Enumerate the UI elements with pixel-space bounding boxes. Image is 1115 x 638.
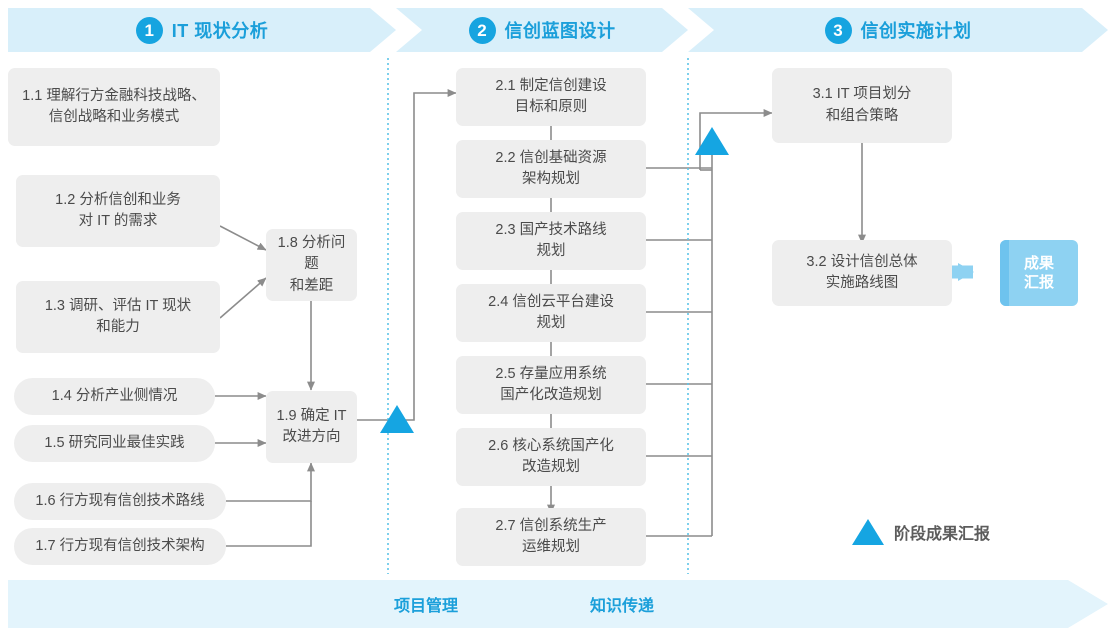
phase-banner-3[interactable]: 3 信创实施计划 bbox=[688, 8, 1108, 52]
phase-banner-2-inner: 2 信创蓝图设计 bbox=[469, 17, 616, 44]
milestone-triangle-icon bbox=[852, 519, 884, 545]
process-box-1-6[interactable]: 1.6 行方现有信创技术路线 bbox=[14, 483, 226, 520]
milestone-triangle-stage1 bbox=[380, 405, 414, 433]
process-box-1-1[interactable]: 1.1 理解行方金融科技战略、 信创战略和业务模式 bbox=[8, 68, 220, 146]
phase-banner-1[interactable]: 1 IT 现状分析 bbox=[8, 8, 396, 52]
phase-banner-2[interactable]: 2 信创蓝图设计 bbox=[396, 8, 688, 52]
footer-label-project-management[interactable]: 项目管理 bbox=[394, 598, 459, 615]
process-box-3-1[interactable]: 3.1 IT 项目划分 和组合策略 bbox=[772, 68, 952, 143]
footer-bar bbox=[8, 580, 1108, 628]
process-box-2-3[interactable]: 2.3 国产技术路线 规划 bbox=[456, 212, 646, 270]
process-box-1-7[interactable]: 1.7 行方现有信创技术架构 bbox=[14, 528, 226, 565]
footer-label-knowledge-transfer[interactable]: 知识传递 bbox=[590, 598, 655, 615]
process-box-1-9[interactable]: 1.9 确定 IT 改进方向 bbox=[266, 391, 357, 463]
process-box-3-2[interactable]: 3.2 设计信创总体 实施路线图 bbox=[772, 240, 952, 306]
process-box-2-2[interactable]: 2.2 信创基础资源 架构规划 bbox=[456, 140, 646, 198]
process-box-1-3[interactable]: 1.3 调研、评估 IT 现状 和能力 bbox=[16, 281, 220, 353]
process-box-1-4[interactable]: 1.4 分析产业侧情况 bbox=[14, 378, 215, 415]
process-box-1-8[interactable]: 1.8 分析问题 和差距 bbox=[266, 229, 357, 301]
milestone-triangle-stage2 bbox=[695, 127, 729, 155]
phase-label-3: 信创实施计划 bbox=[860, 21, 972, 41]
legend-label: 阶段成果汇报 bbox=[894, 526, 991, 543]
phase-number-3: 3 bbox=[825, 17, 852, 44]
result-badge[interactable]: 成果 汇报 bbox=[1000, 240, 1078, 306]
phase-banner-1-inner: 1 IT 现状分析 bbox=[136, 17, 269, 44]
process-box-2-7[interactable]: 2.7 信创系统生产 运维规划 bbox=[456, 508, 646, 566]
phase-number-1: 1 bbox=[136, 17, 163, 44]
process-box-1-5[interactable]: 1.5 研究同业最佳实践 bbox=[14, 425, 215, 462]
process-box-2-1[interactable]: 2.1 制定信创建设 目标和原则 bbox=[456, 68, 646, 126]
process-box-2-5[interactable]: 2.5 存量应用系统 国产化改造规划 bbox=[456, 356, 646, 414]
process-box-2-4[interactable]: 2.4 信创云平台建设 规划 bbox=[456, 284, 646, 342]
phase-label-1: IT 现状分析 bbox=[171, 21, 269, 41]
phase-label-2: 信创蓝图设计 bbox=[504, 21, 616, 41]
process-box-2-6[interactable]: 2.6 核心系统国产化 改造规划 bbox=[456, 428, 646, 486]
phase-number-2: 2 bbox=[469, 17, 496, 44]
phase-banner-3-inner: 3 信创实施计划 bbox=[825, 17, 972, 44]
legend: 阶段成果汇报 bbox=[852, 519, 990, 545]
process-box-1-2[interactable]: 1.2 分析信创和业务 对 IT 的需求 bbox=[16, 175, 220, 247]
